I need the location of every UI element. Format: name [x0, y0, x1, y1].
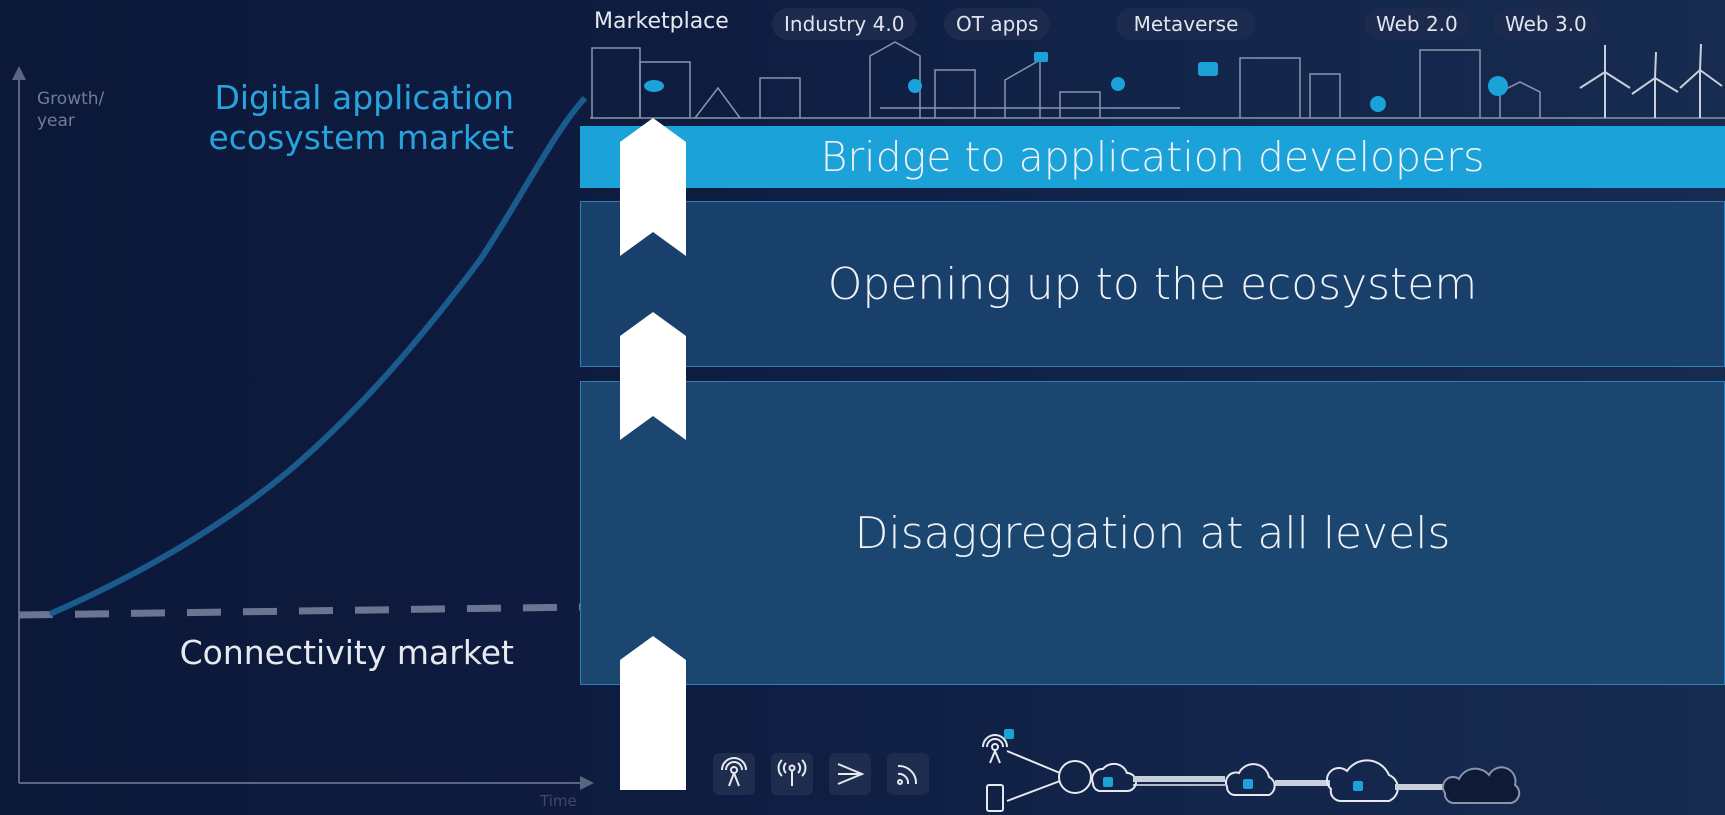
x-axis-label: Time [540, 792, 577, 810]
tag-marketplace: Marketplace [594, 9, 729, 34]
antenna-icon [713, 753, 755, 795]
arrow-bottom [620, 636, 686, 790]
layer-bridge: Bridge to application developers [580, 126, 1725, 188]
tag-industry: Industry 4.0 [772, 8, 917, 40]
layer-disaggregation: Disaggregation at all levels [580, 381, 1725, 685]
digital-market-curve [48, 95, 588, 617]
wifi-icon [887, 753, 929, 795]
city-skyline-icon [590, 41, 1725, 119]
tag-web2: Web 2.0 [1364, 8, 1470, 40]
connectivity-market-label: Connectivity market [179, 633, 514, 672]
connectivity-market-line [18, 603, 581, 619]
tag-ot-apps: OT apps [944, 8, 1051, 40]
layer-opening: Opening up to the ecosystem [580, 201, 1725, 367]
tag-web3: Web 3.0 [1493, 8, 1599, 40]
arrow-top [620, 118, 686, 256]
y-axis-label: Growth/ year [37, 89, 105, 131]
radio-signal-icon [771, 753, 813, 795]
digital-market-label: Digital application ecosystem market [208, 78, 514, 157]
network-cloud-diagram-icon [982, 729, 1521, 812]
y-axis-arrow [12, 66, 26, 80]
wind-turbine-icon [1579, 43, 1723, 118]
arrow-middle [620, 312, 686, 440]
x-axis-arrow [580, 776, 594, 790]
tag-metaverse: Metaverse [1116, 8, 1256, 40]
arrow-icon [829, 753, 871, 795]
